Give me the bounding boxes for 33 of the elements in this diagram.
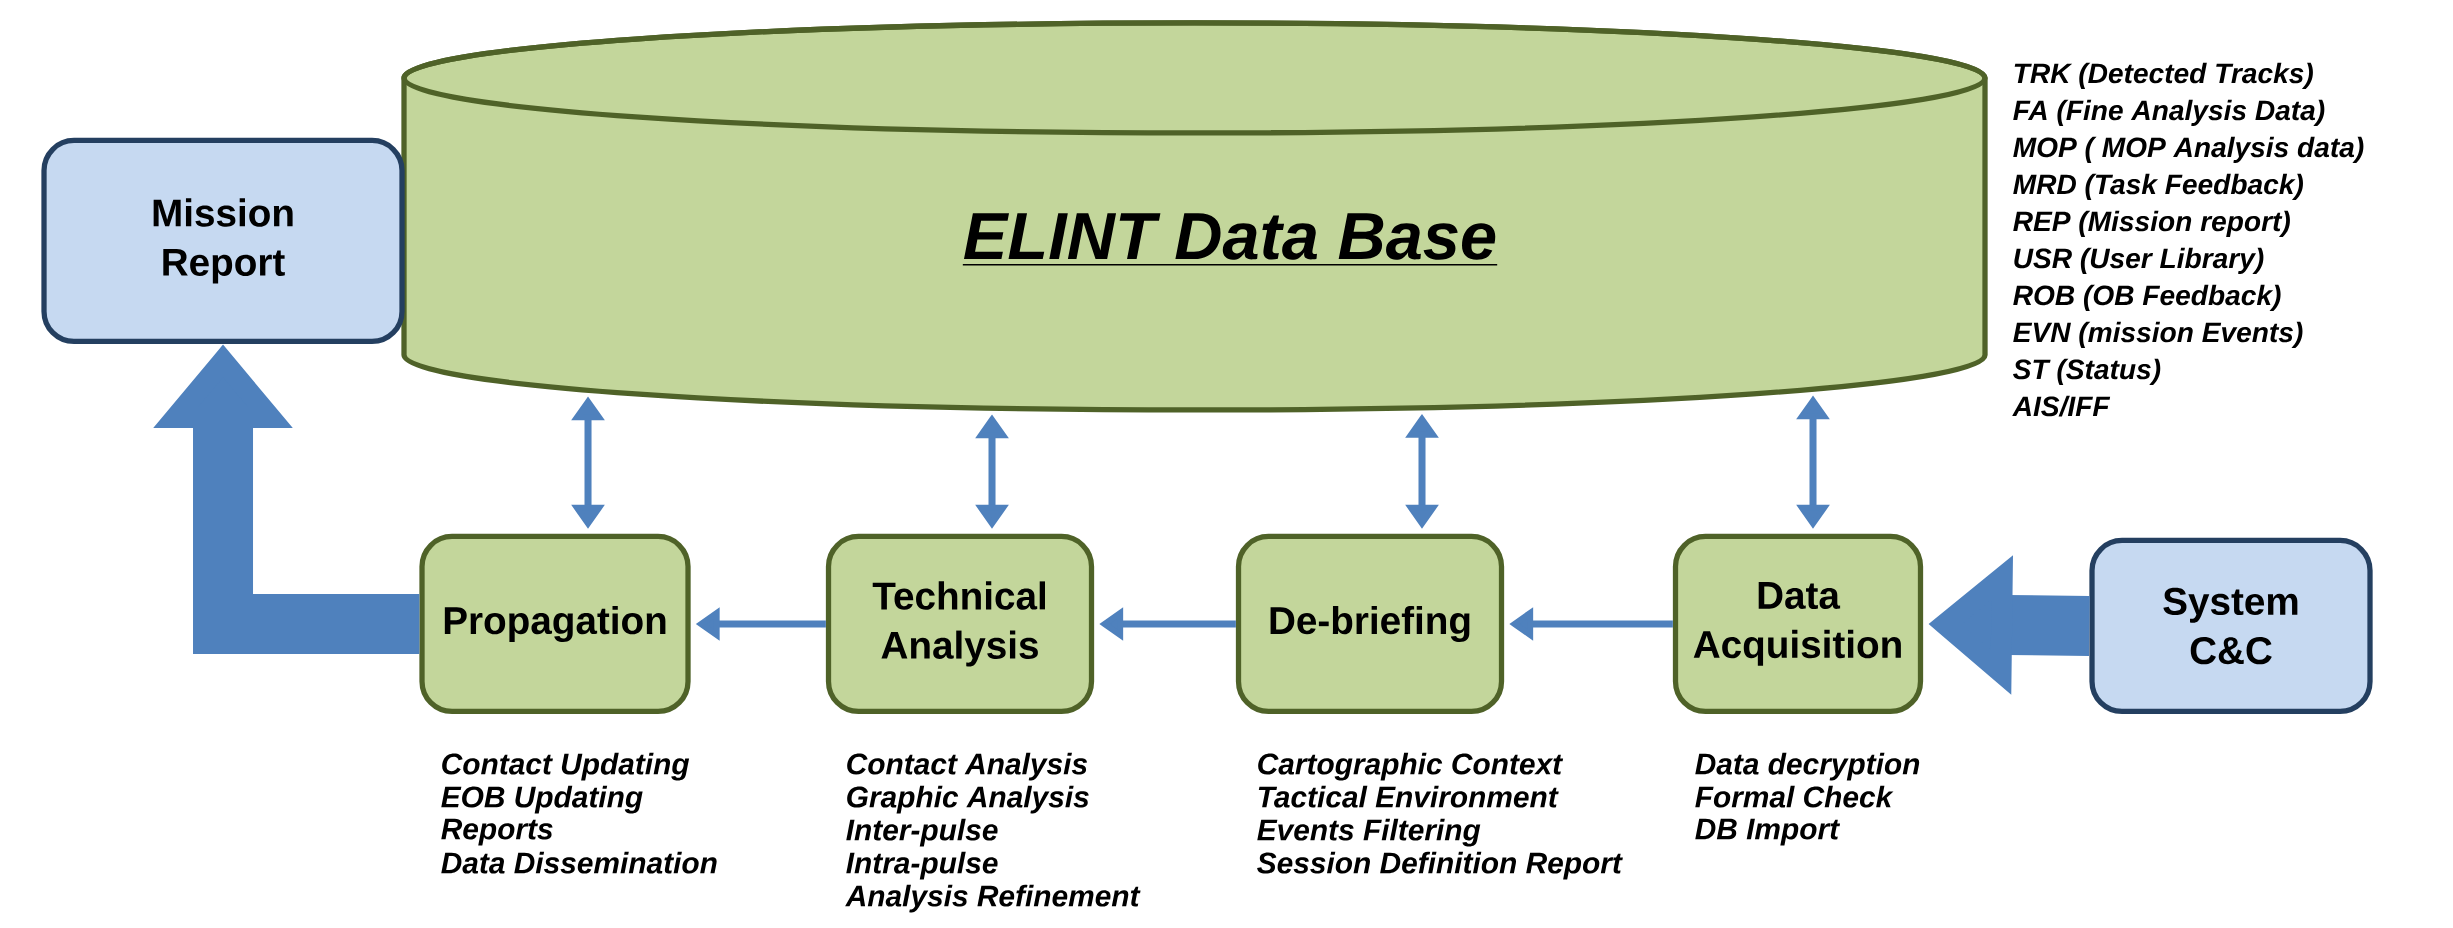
- note-text: MOP ( MOP Analysis data): [2013, 136, 2364, 163]
- annotation-text: Formal Check: [1695, 785, 1894, 808]
- annotation-text: Contact Updating: [442, 752, 690, 781]
- process-box: Propagation: [419, 533, 691, 715]
- annotation-text: Reports: [441, 818, 553, 846]
- external-box: Mission Report: [41, 137, 405, 345]
- note-text: ROB (OB Feedback): [2013, 284, 2281, 311]
- note-text: TRK (Detected Tracks): [2014, 62, 2313, 89]
- process-box: Technical Analysis: [825, 533, 1095, 715]
- process-box: De-briefing: [1235, 533, 1505, 715]
- annotation-text: Graphic Analysis: [847, 785, 1089, 814]
- note-text: ST (Status): [2013, 358, 2161, 385]
- note-text: EVN (mission Events): [2013, 321, 2303, 348]
- annotation-text: Inter-pulse: [846, 818, 998, 847]
- note-text: REP (Mission report): [2013, 210, 2290, 237]
- external-box: System C&C: [2089, 537, 2373, 715]
- note-text: AIS/IFF: [2012, 395, 2111, 417]
- annotation-text: Intra-pulse: [846, 851, 998, 880]
- annotation-text: DB Import: [1695, 818, 1841, 846]
- note-text: FA (Fine Analysis Data): [2013, 99, 2325, 126]
- annotation-text: Events Filtering: [1257, 818, 1481, 847]
- database-cylinder: ELINT Data Base: [401, 20, 1988, 413]
- note-text: USR (User Library): [2014, 247, 2264, 274]
- annotation-text: Data Dissemination: [441, 851, 717, 874]
- process-box: Data Acquisition: [1672, 533, 1924, 715]
- annotation-text: Tactical Environment: [1258, 785, 1559, 808]
- note-text: MRD (Task Feedback): [2013, 173, 2303, 200]
- annotation-text: EOB Updating: [441, 785, 643, 814]
- annotation-text: Analysis Refinement: [845, 884, 1141, 913]
- annotation-text: Contact Analysis: [847, 752, 1088, 781]
- annotation-text: Session Definition Report: [1257, 851, 1623, 880]
- annotation-text: Data decryption: [1695, 752, 1920, 781]
- annotation-text: Cartographic Context: [1258, 752, 1564, 781]
